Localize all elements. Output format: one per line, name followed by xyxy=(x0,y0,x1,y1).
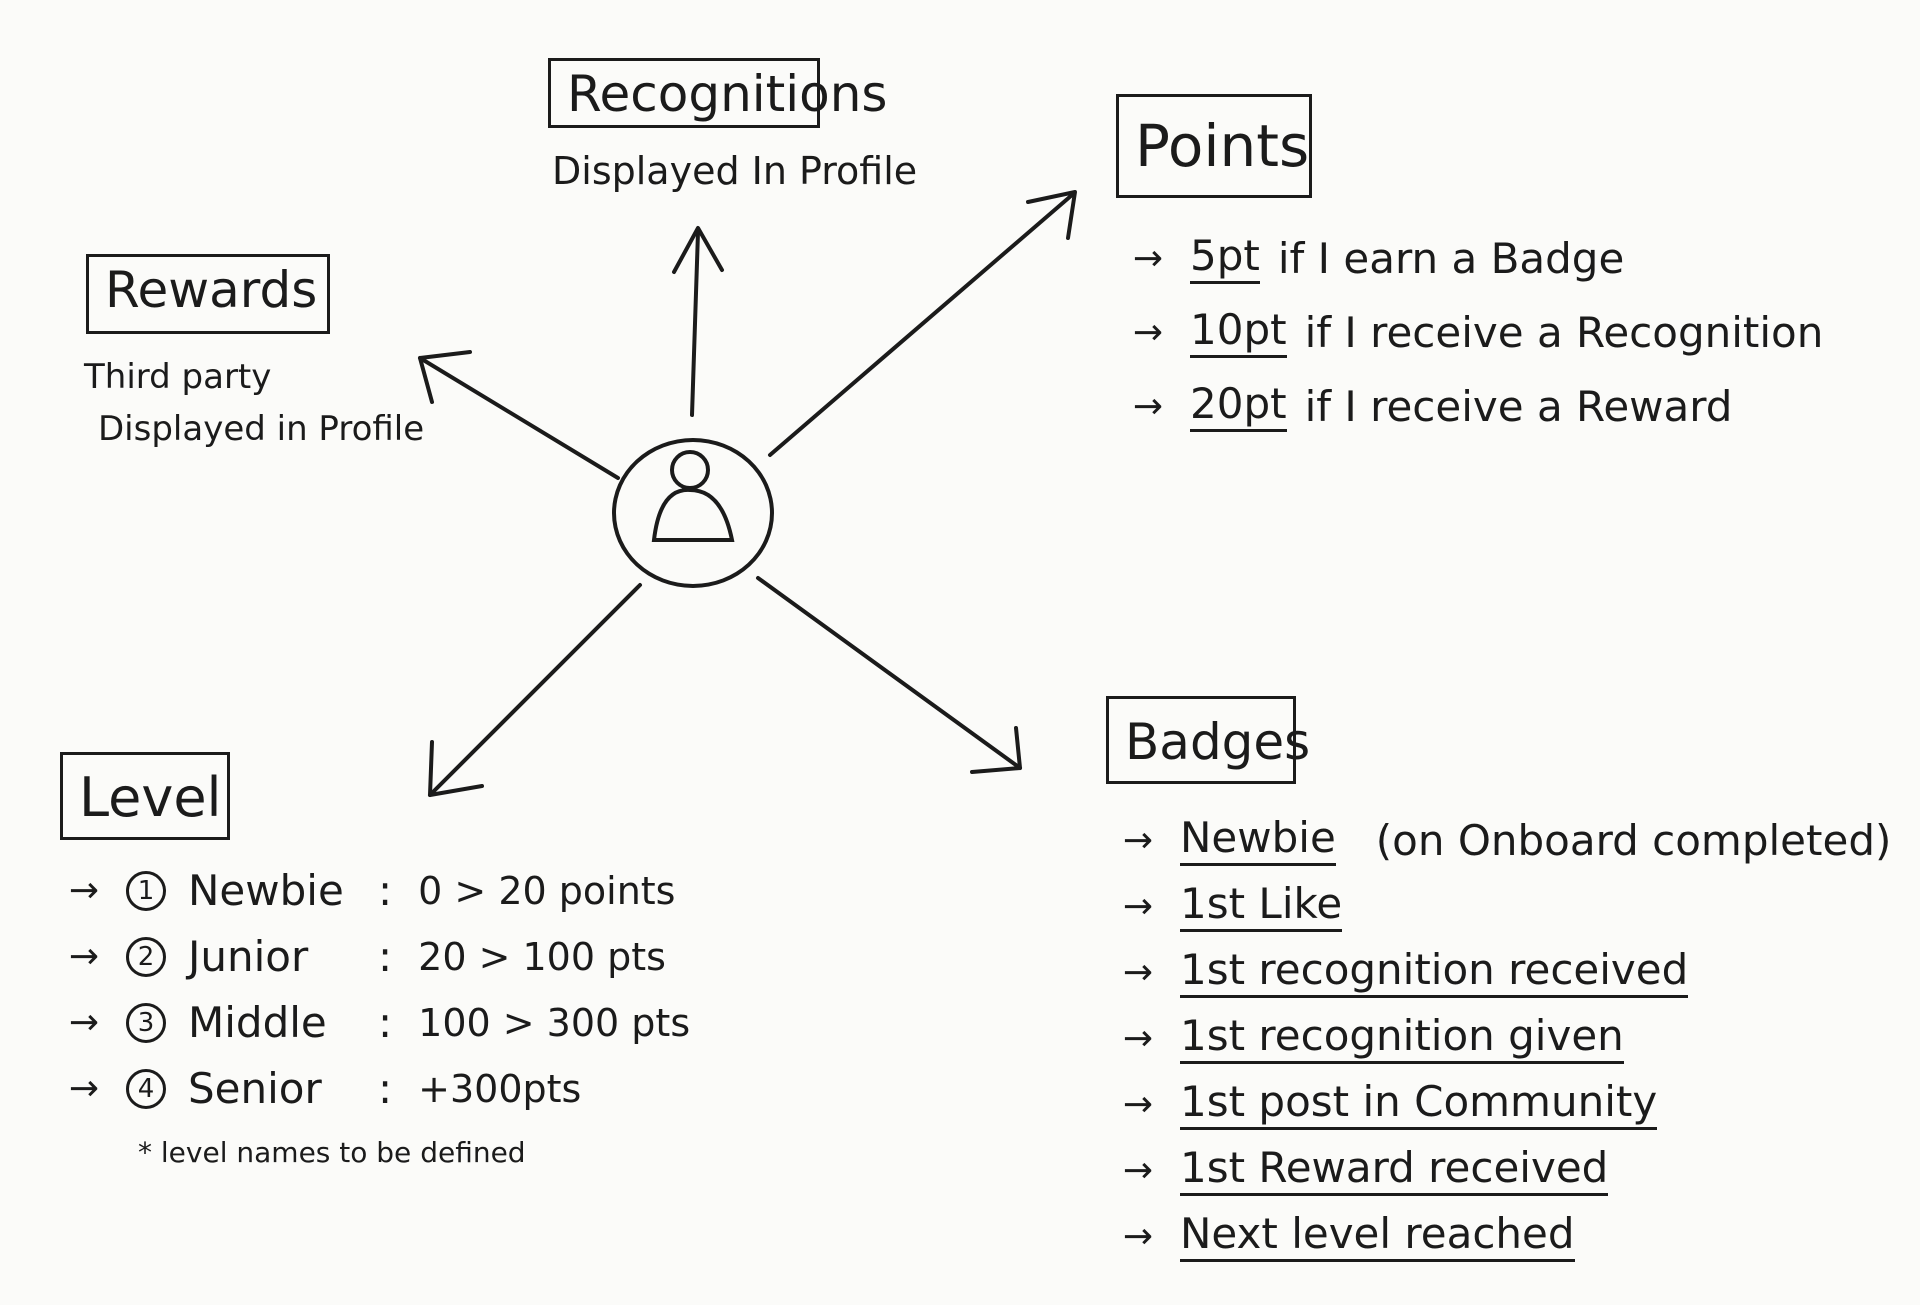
points-amount: 10pt xyxy=(1190,308,1287,358)
arrow-bullet-icon: → xyxy=(1122,1216,1154,1257)
points-list: → 5pt if I earn a Badge → 10pt if I rece… xyxy=(1126,222,1823,444)
points-title: Points xyxy=(1135,112,1310,180)
level-colon: : xyxy=(378,866,393,915)
points-amount: 5pt xyxy=(1190,234,1260,284)
badge-label: 1st post in Community xyxy=(1180,1080,1658,1130)
badges-box: Badges xyxy=(1106,696,1310,784)
badges-title: Badges xyxy=(1125,713,1311,771)
level-name: Senior xyxy=(188,1064,322,1113)
badge-item: → Newbie (on Onboard completed) xyxy=(1116,808,1891,874)
level-name: Junior xyxy=(188,932,309,981)
level-number-badge: 4 xyxy=(126,1069,166,1109)
arrow-bullet-icon: → xyxy=(1122,1150,1154,1191)
arrow-head-rewards xyxy=(418,350,472,404)
badge-label: 1st Reward received xyxy=(1180,1146,1609,1196)
level-range: 0 > 20 points xyxy=(418,869,676,913)
arrow-to-points xyxy=(768,193,1074,457)
level-item: → 3 Middle : 100 > 300 pts xyxy=(62,990,690,1056)
points-text: if I receive a Reward xyxy=(1304,382,1733,431)
rewards-note-line2: Displayed in Profile xyxy=(98,409,425,449)
badge-label: 1st recognition given xyxy=(1180,1014,1624,1064)
arrow-bullet-icon: → xyxy=(1122,1018,1154,1059)
arrow-bullet-icon: → xyxy=(1122,820,1154,861)
badge-extra: (on Onboard completed) xyxy=(1375,816,1892,865)
level-name: Middle xyxy=(188,998,327,1047)
level-list: → 1 Newbie : 0 > 20 points → 2 Junior : … xyxy=(62,858,690,1122)
level-box: Level xyxy=(60,752,230,840)
arrow-head-points xyxy=(1026,190,1077,240)
points-amount: 20pt xyxy=(1190,382,1287,432)
level-number-badge: 2 xyxy=(126,937,166,977)
badge-label: Newbie xyxy=(1180,816,1336,866)
level-item: → 2 Junior : 20 > 100 pts xyxy=(62,924,690,990)
badge-item: → Next level reached xyxy=(1116,1204,1891,1270)
arrow-bullet-icon: → xyxy=(1122,1084,1154,1125)
arrow-to-rewards xyxy=(418,356,620,480)
level-range: 100 > 300 pts xyxy=(418,1001,691,1045)
rewards-box: Rewards xyxy=(86,254,330,334)
points-box: Points xyxy=(1116,94,1312,198)
badges-list: → Newbie (on Onboard completed) → 1st Li… xyxy=(1116,808,1891,1270)
points-item: → 5pt if I earn a Badge xyxy=(1126,222,1823,296)
arrow-bullet-icon: → xyxy=(68,1002,100,1043)
badge-item: → 1st recognition given xyxy=(1116,1006,1891,1072)
arrow-head-level xyxy=(428,740,484,797)
arrow-to-badges xyxy=(756,576,1022,770)
arrow-to-level xyxy=(428,583,642,797)
level-name: Newbie xyxy=(188,866,344,915)
arrow-bullet-icon: → xyxy=(68,870,100,911)
level-number-badge: 3 xyxy=(126,1003,166,1043)
badge-item: → 1st recognition received xyxy=(1116,940,1891,1006)
rewards-note-line1: Third party xyxy=(84,357,272,397)
level-colon: : xyxy=(378,932,393,981)
arrow-head-recognitions xyxy=(672,226,724,274)
level-number-badge: 1 xyxy=(126,871,166,911)
level-title: Level xyxy=(79,766,222,829)
recognitions-title: Recognitions xyxy=(567,65,888,123)
arrow-bullet-icon: → xyxy=(1122,886,1154,927)
arrow-head-badges xyxy=(970,726,1022,774)
points-item: → 20pt if I receive a Reward xyxy=(1126,370,1823,444)
badge-label: 1st Like xyxy=(1180,882,1343,932)
recognitions-note: Displayed In Profile xyxy=(552,149,918,193)
arrow-bullet-icon: → xyxy=(68,1068,100,1109)
badge-item: → 1st Reward received xyxy=(1116,1138,1891,1204)
badge-label: 1st recognition received xyxy=(1180,948,1689,998)
arrow-bullet-icon: → xyxy=(68,936,100,977)
points-item: → 10pt if I receive a Recognition xyxy=(1126,296,1823,370)
rewards-title: Rewards xyxy=(105,261,318,319)
arrow-bullet-icon: → xyxy=(1122,952,1154,993)
level-item: → 1 Newbie : 0 > 20 points xyxy=(62,858,690,924)
level-colon: : xyxy=(378,1064,393,1113)
points-text: if I receive a Recognition xyxy=(1304,308,1824,357)
level-range: +300pts xyxy=(418,1067,582,1111)
center-user-node xyxy=(612,438,774,588)
level-colon: : xyxy=(378,998,393,1047)
level-footnote: * level names to be defined xyxy=(138,1136,526,1169)
arrow-bullet-icon: → xyxy=(1132,238,1164,279)
points-text: if I earn a Badge xyxy=(1277,234,1625,283)
badge-item: → 1st post in Community xyxy=(1116,1072,1891,1138)
arrow-to-recognitions xyxy=(690,230,700,417)
level-item: → 4 Senior : +300pts xyxy=(62,1056,690,1122)
badge-label: Next level reached xyxy=(1180,1212,1575,1262)
badge-item: → 1st Like xyxy=(1116,874,1891,940)
level-range: 20 > 100 pts xyxy=(418,935,666,979)
recognitions-box: Recognitions xyxy=(548,58,887,128)
arrow-bullet-icon: → xyxy=(1132,312,1164,353)
arrow-bullet-icon: → xyxy=(1132,386,1164,427)
